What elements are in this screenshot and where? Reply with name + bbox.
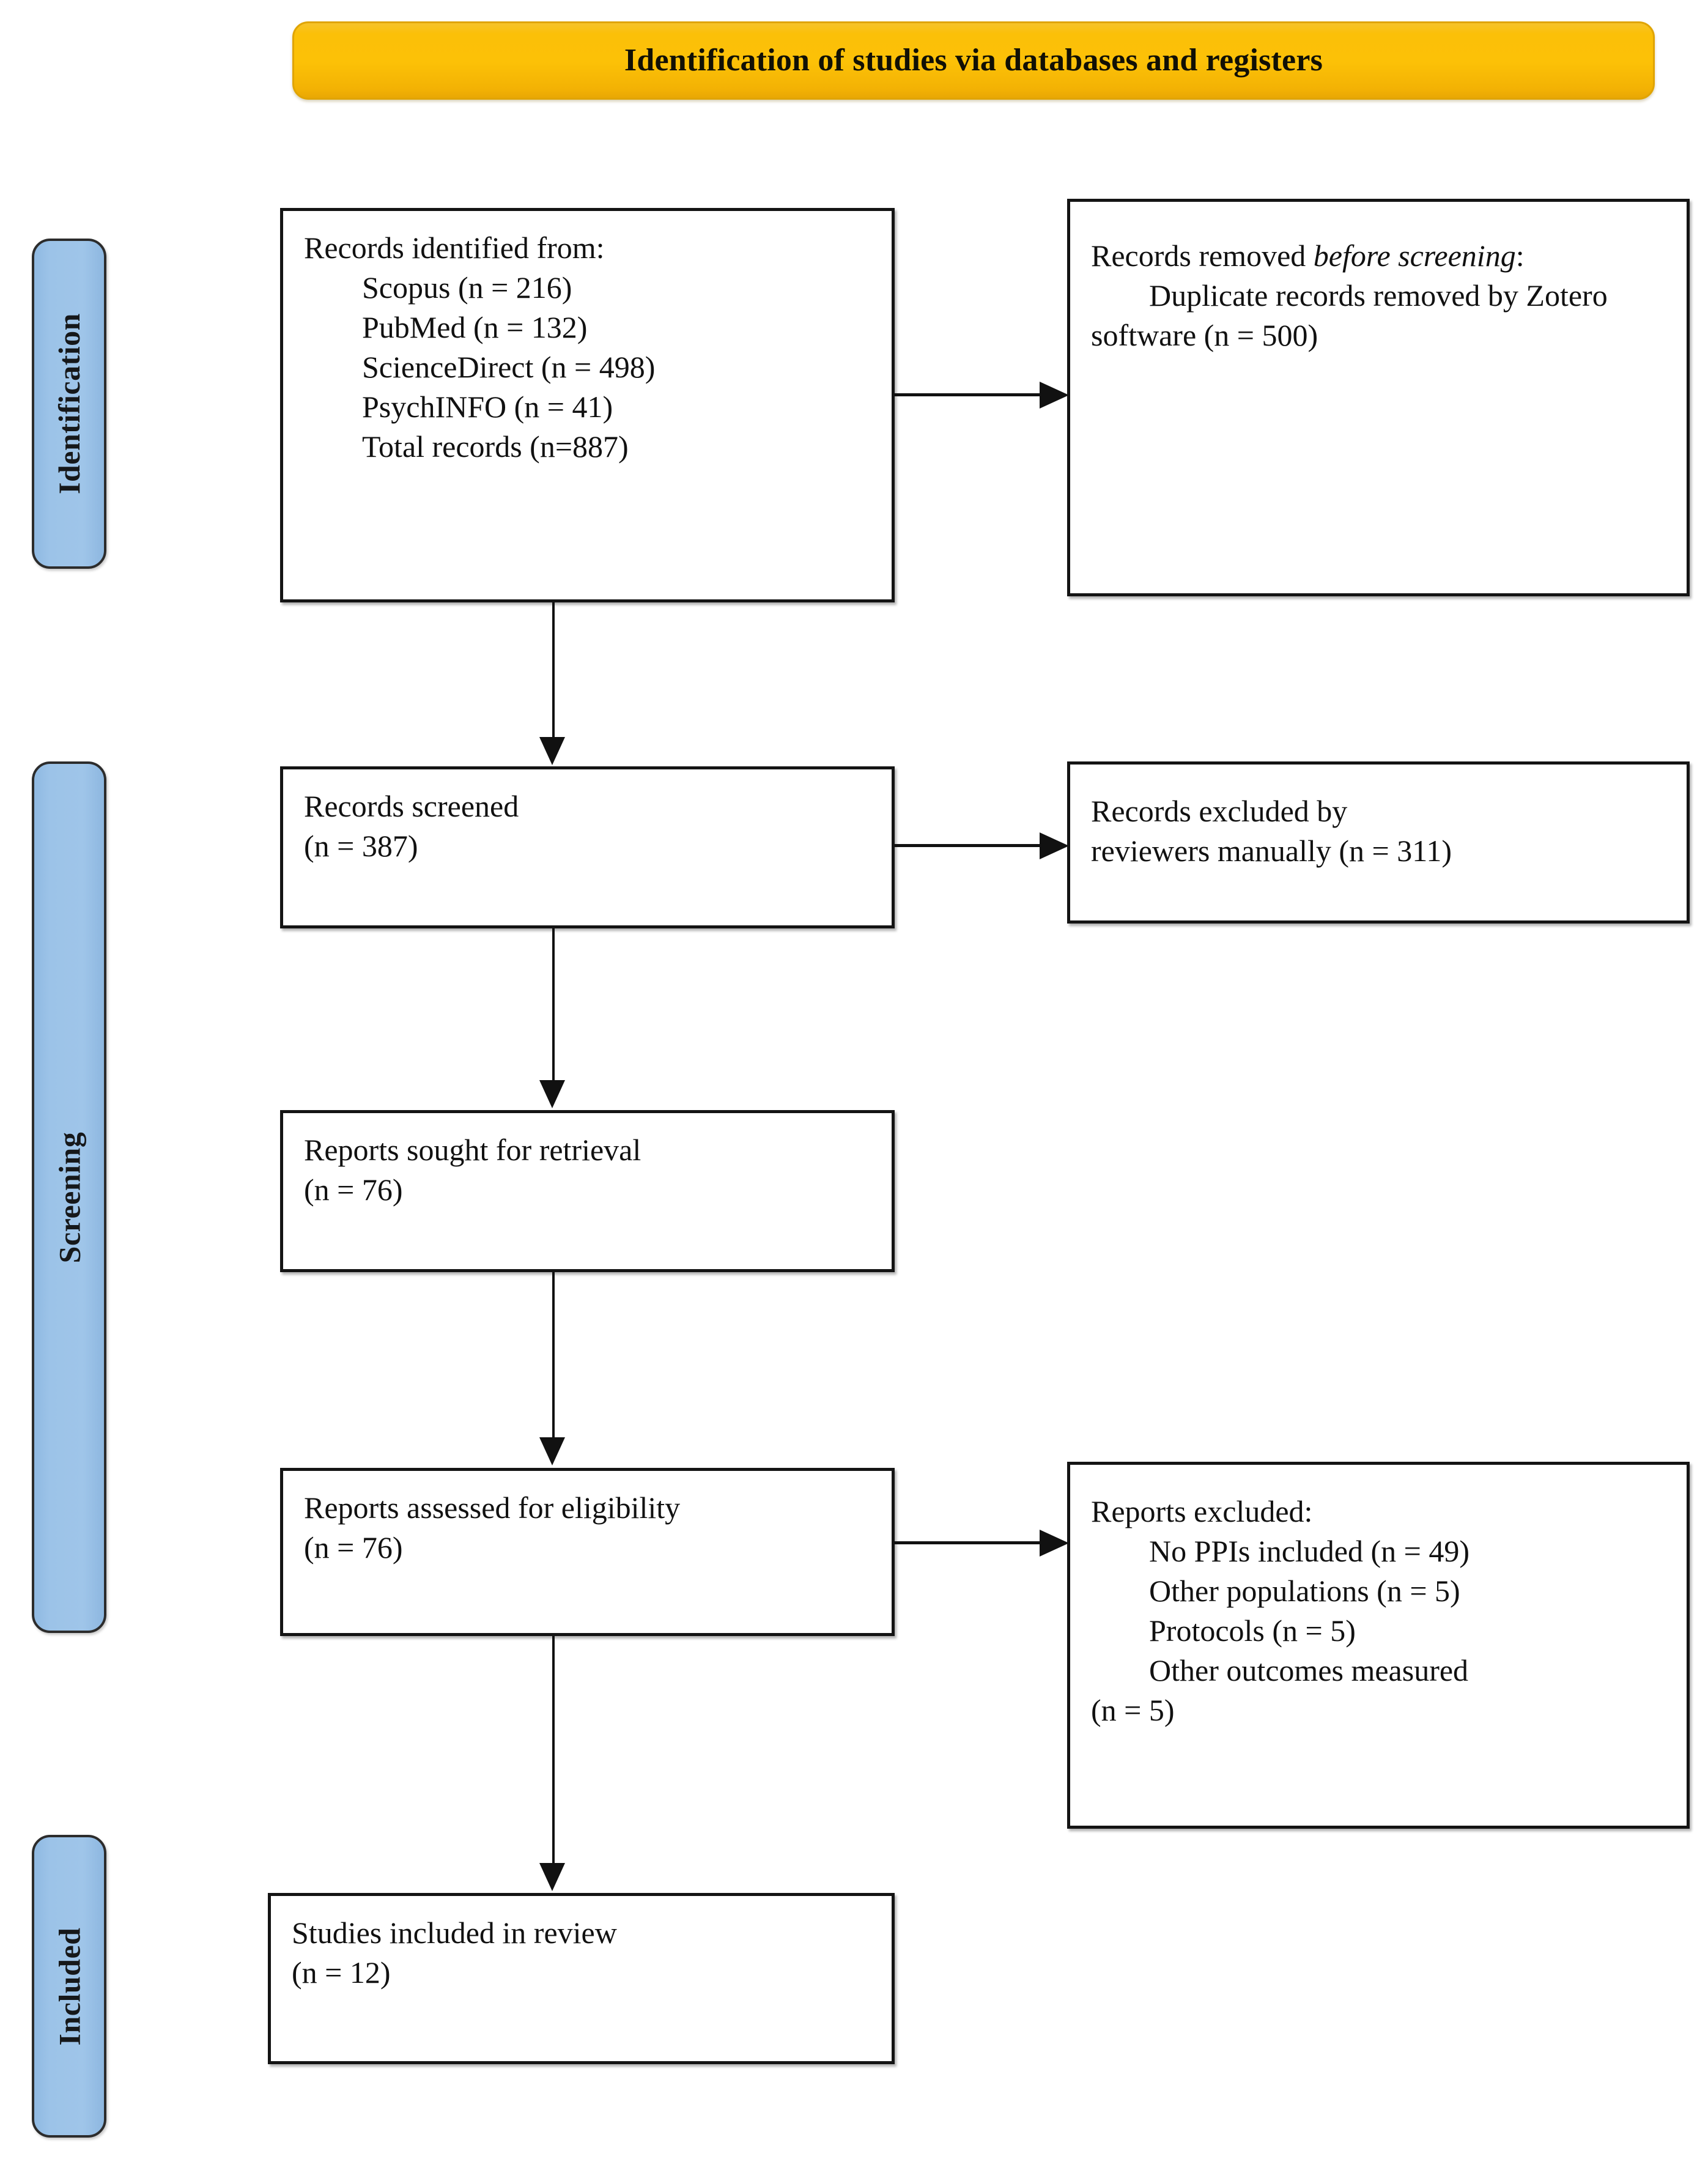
records-identified-source-pubmed: PubMed (n = 132)	[362, 310, 588, 344]
records-excluded-count: reviewers manually (n = 311)	[1091, 834, 1452, 868]
connector-sought-to-assessed	[552, 1272, 555, 1439]
studies-included-label: Studies included in review	[292, 1916, 617, 1950]
stage-label-included: Included	[52, 1927, 86, 2045]
box-records-removed-before-screening: Records removed before screening: Duplic…	[1067, 199, 1690, 596]
box-records-excluded-manually: Records excluded by reviewers manually (…	[1067, 761, 1690, 924]
box-reports-excluded: Reports excluded: No PPIs included (n = …	[1067, 1462, 1690, 1829]
records-identified-source-scopus: Scopus (n = 216)	[362, 270, 572, 305]
stage-label-screening: Screening	[52, 1131, 86, 1263]
reports-excluded-reason-other-outcomes: Other outcomes measured	[1149, 1653, 1469, 1687]
records-screened-count: (n = 387)	[304, 829, 418, 863]
box-reports-sought: Reports sought for retrieval (n = 76)	[280, 1110, 895, 1272]
arrow-head-down-icon	[539, 737, 565, 765]
reports-sought-count: (n = 76)	[304, 1172, 403, 1207]
box-records-screened: Records screened (n = 387)	[280, 766, 895, 928]
stage-bar-identification: Identification	[32, 239, 106, 569]
records-removed-heading-italic: before screening	[1313, 239, 1516, 273]
records-excluded-label: Records excluded by	[1091, 794, 1348, 828]
reports-sought-label: Reports sought for retrieval	[304, 1133, 641, 1167]
records-identified-total: Total records (n=887)	[362, 429, 629, 464]
reports-excluded-reason-no-ppis: No PPIs included (n = 49)	[1149, 1534, 1470, 1568]
diagram-title-banner: Identification of studies via databases …	[292, 21, 1655, 100]
records-removed-heading-suffix: :	[1515, 239, 1525, 273]
records-identified-source-sciencedirect: ScienceDirect (n = 498)	[362, 350, 656, 384]
connector-identified-to-screened	[552, 602, 555, 740]
box-studies-included: Studies included in review (n = 12)	[268, 1893, 895, 2064]
arrow-head-right-icon	[1040, 382, 1069, 409]
records-removed-heading-prefix: Records removed	[1091, 239, 1314, 273]
reports-excluded-reason-other-outcomes-count: (n = 5)	[1091, 1693, 1175, 1727]
reports-excluded-reason-protocols: Protocols (n = 5)	[1149, 1613, 1356, 1648]
connector-identified-to-removed	[895, 393, 1044, 396]
arrow-head-right-icon	[1040, 1530, 1069, 1557]
arrow-head-down-icon	[539, 1080, 565, 1108]
records-identified-heading: Records identified from:	[304, 231, 605, 265]
diagram-title: Identification of studies via databases …	[624, 43, 1323, 78]
reports-excluded-heading: Reports excluded:	[1091, 1494, 1313, 1528]
box-records-identified: Records identified from: Scopus (n = 216…	[280, 208, 895, 602]
reports-assessed-count: (n = 76)	[304, 1530, 403, 1565]
stage-bar-screening: Screening	[32, 761, 106, 1633]
records-screened-label: Records screened	[304, 789, 519, 823]
arrow-head-right-icon	[1040, 832, 1069, 859]
reports-assessed-label: Reports assessed for eligibility	[304, 1490, 681, 1525]
arrow-head-down-icon	[539, 1863, 565, 1891]
connector-screened-to-sought	[552, 928, 555, 1081]
connector-assessed-to-excluded	[895, 1541, 1044, 1544]
reports-excluded-reason-other-populations: Other populations (n = 5)	[1149, 1574, 1460, 1608]
stage-bar-included: Included	[32, 1835, 106, 2138]
records-identified-source-psychinfo: PsychINFO (n = 41)	[362, 390, 613, 424]
stage-label-identification: Identification	[52, 313, 86, 494]
connector-screened-to-excluded	[895, 844, 1044, 847]
box-reports-assessed: Reports assessed for eligibility (n = 76…	[280, 1468, 895, 1636]
studies-included-count: (n = 12)	[292, 1955, 391, 1990]
arrow-head-down-icon	[539, 1437, 565, 1465]
records-removed-duplicates: Duplicate records removed by Zotero soft…	[1091, 278, 1608, 352]
connector-assessed-to-included	[552, 1636, 555, 1865]
records-removed-heading: Records removed before screening:	[1091, 236, 1666, 276]
